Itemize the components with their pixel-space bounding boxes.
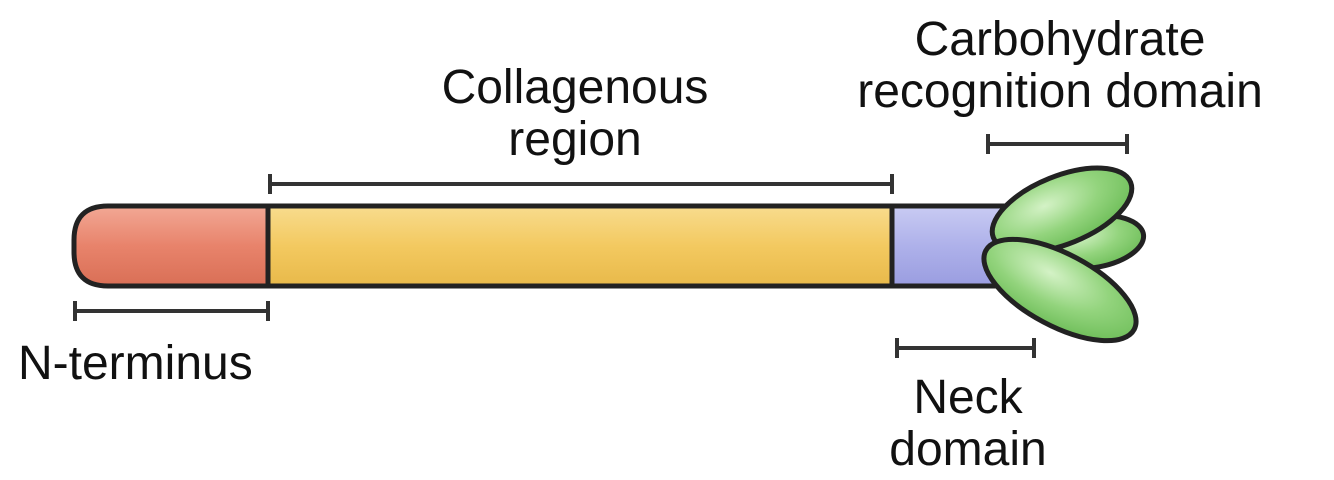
crd-lobes [981, 165, 1147, 344]
n-terminus-segment [71, 203, 271, 289]
crd-lobe-bottom [981, 236, 1139, 344]
label-collagenous-region: Collagenous region [425, 62, 725, 166]
label-neck-line1: Neck [913, 371, 1023, 424]
label-n-terminus-line1: N-terminus [18, 337, 253, 390]
label-neck-domain: Neck domain [858, 372, 1078, 476]
bracket-neck [895, 338, 1036, 358]
label-neck-line2: domain [889, 423, 1047, 476]
label-collagenous-line1: Collagenous [441, 61, 709, 114]
collagenous-region-segment [263, 203, 895, 289]
label-collagenous-line2: region [508, 113, 642, 166]
label-n-terminus: N-terminus [0, 338, 378, 390]
label-crd-line2: recognition domain [857, 65, 1263, 118]
bracket-crd [986, 134, 1129, 154]
label-crd-line1: Carbohydrate [914, 13, 1206, 66]
bracket-n-terminus [73, 301, 270, 321]
crd-lobe-top [989, 165, 1135, 255]
bracket-collagenous [268, 174, 894, 194]
label-carbohydrate-recognition-domain: Carbohydrate recognition domain [800, 14, 1320, 118]
